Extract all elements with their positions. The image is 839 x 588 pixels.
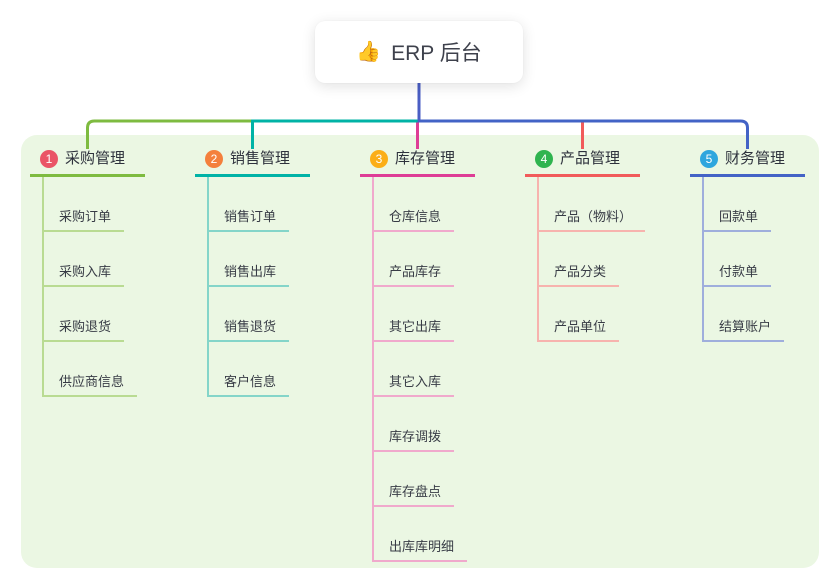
child-node[interactable]: 产品（物料） (539, 177, 677, 232)
child-node-label: 产品（物料） (539, 208, 646, 232)
child-node-label: 采购入库 (44, 263, 125, 287)
branch-2: 2 销售管理销售订单销售出库销售退货客户信息 (195, 148, 347, 397)
child-node[interactable]: 产品单位 (539, 287, 677, 342)
child-node[interactable]: 回款单 (704, 177, 839, 232)
branch-node[interactable]: 3 库存管理 (360, 148, 475, 177)
child-node-label: 回款单 (704, 208, 772, 232)
child-node[interactable]: 结算账户 (704, 287, 839, 342)
branch-children: 采购订单采购入库采购退货供应商信息 (42, 177, 182, 397)
branch-node[interactable]: 1 采购管理 (30, 148, 145, 177)
child-node-label: 采购退货 (44, 318, 125, 342)
child-node-label: 库存盘点 (374, 483, 455, 507)
number-badge: 1 (40, 149, 58, 168)
child-node[interactable]: 销售出库 (209, 232, 347, 287)
branch-children: 回款单付款单结算账户 (702, 177, 839, 342)
branch-node-label: 库存管理 (395, 150, 456, 167)
root-node[interactable]: 👍 ERP 后台 (315, 21, 523, 83)
number-badge: 2 (205, 149, 223, 168)
child-node-label: 其它入库 (374, 373, 455, 397)
child-node-label: 销售出库 (209, 263, 290, 287)
number-badge: 5 (700, 149, 718, 168)
child-node-label: 库存调拨 (374, 428, 455, 452)
number-badge: 4 (535, 149, 553, 168)
child-node[interactable]: 采购入库 (44, 232, 182, 287)
branches-panel (21, 135, 819, 568)
child-node[interactable]: 仓库信息 (374, 177, 512, 232)
child-node-label: 仓库信息 (374, 208, 455, 232)
branch-1: 1 采购管理采购订单采购入库采购退货供应商信息 (30, 148, 182, 397)
branch-node-label: 销售管理 (230, 150, 291, 167)
branch-node-label: 采购管理 (65, 150, 126, 167)
child-node[interactable]: 供应商信息 (44, 342, 182, 397)
child-node-label: 其它出库 (374, 318, 455, 342)
child-node-label: 销售订单 (209, 208, 290, 232)
child-node[interactable]: 其它出库 (374, 287, 512, 342)
branch-3: 3 库存管理仓库信息产品库存其它出库其它入库库存调拨库存盘点出库库明细 (360, 148, 512, 562)
branch-children: 仓库信息产品库存其它出库其它入库库存调拨库存盘点出库库明细 (372, 177, 512, 562)
branch-node[interactable]: 5 财务管理 (690, 148, 805, 177)
child-node[interactable]: 产品分类 (539, 232, 677, 287)
branch-node-label: 产品管理 (560, 150, 621, 167)
child-node-label: 销售退货 (209, 318, 290, 342)
branch-children: 销售订单销售出库销售退货客户信息 (207, 177, 347, 397)
branch-node-label: 财务管理 (725, 150, 786, 167)
thumbs-up-icon: 👍 (356, 41, 382, 63)
branch-node[interactable]: 2 销售管理 (195, 148, 310, 177)
child-node[interactable]: 客户信息 (209, 342, 347, 397)
number-badge: 3 (370, 149, 388, 168)
branch-5: 5 财务管理回款单付款单结算账户 (690, 148, 839, 342)
child-node[interactable]: 其它入库 (374, 342, 512, 397)
branch-4: 4 产品管理产品（物料） 产品分类产品单位 (525, 148, 677, 342)
child-node-label: 客户信息 (209, 373, 290, 397)
child-node[interactable]: 销售订单 (209, 177, 347, 232)
child-node[interactable]: 出库库明细 (374, 507, 512, 562)
child-node-label: 产品库存 (374, 263, 455, 287)
root-node-title: ERP 后台 (391, 42, 482, 65)
child-node-label: 供应商信息 (44, 373, 138, 397)
child-node[interactable]: 付款单 (704, 232, 839, 287)
child-node-label: 出库库明细 (374, 538, 468, 562)
branch-children: 产品（物料） 产品分类产品单位 (537, 177, 677, 342)
child-node[interactable]: 采购订单 (44, 177, 182, 232)
child-node-label: 产品单位 (539, 318, 620, 342)
child-node[interactable]: 产品库存 (374, 232, 512, 287)
child-node-label: 结算账户 (704, 318, 785, 342)
child-node[interactable]: 库存盘点 (374, 452, 512, 507)
child-node-label: 采购订单 (44, 208, 125, 232)
child-node-label: 付款单 (704, 263, 772, 287)
child-node-label: 产品分类 (539, 263, 620, 287)
child-node[interactable]: 销售退货 (209, 287, 347, 342)
child-node[interactable]: 库存调拨 (374, 397, 512, 452)
branch-node[interactable]: 4 产品管理 (525, 148, 640, 177)
child-node[interactable]: 采购退货 (44, 287, 182, 342)
